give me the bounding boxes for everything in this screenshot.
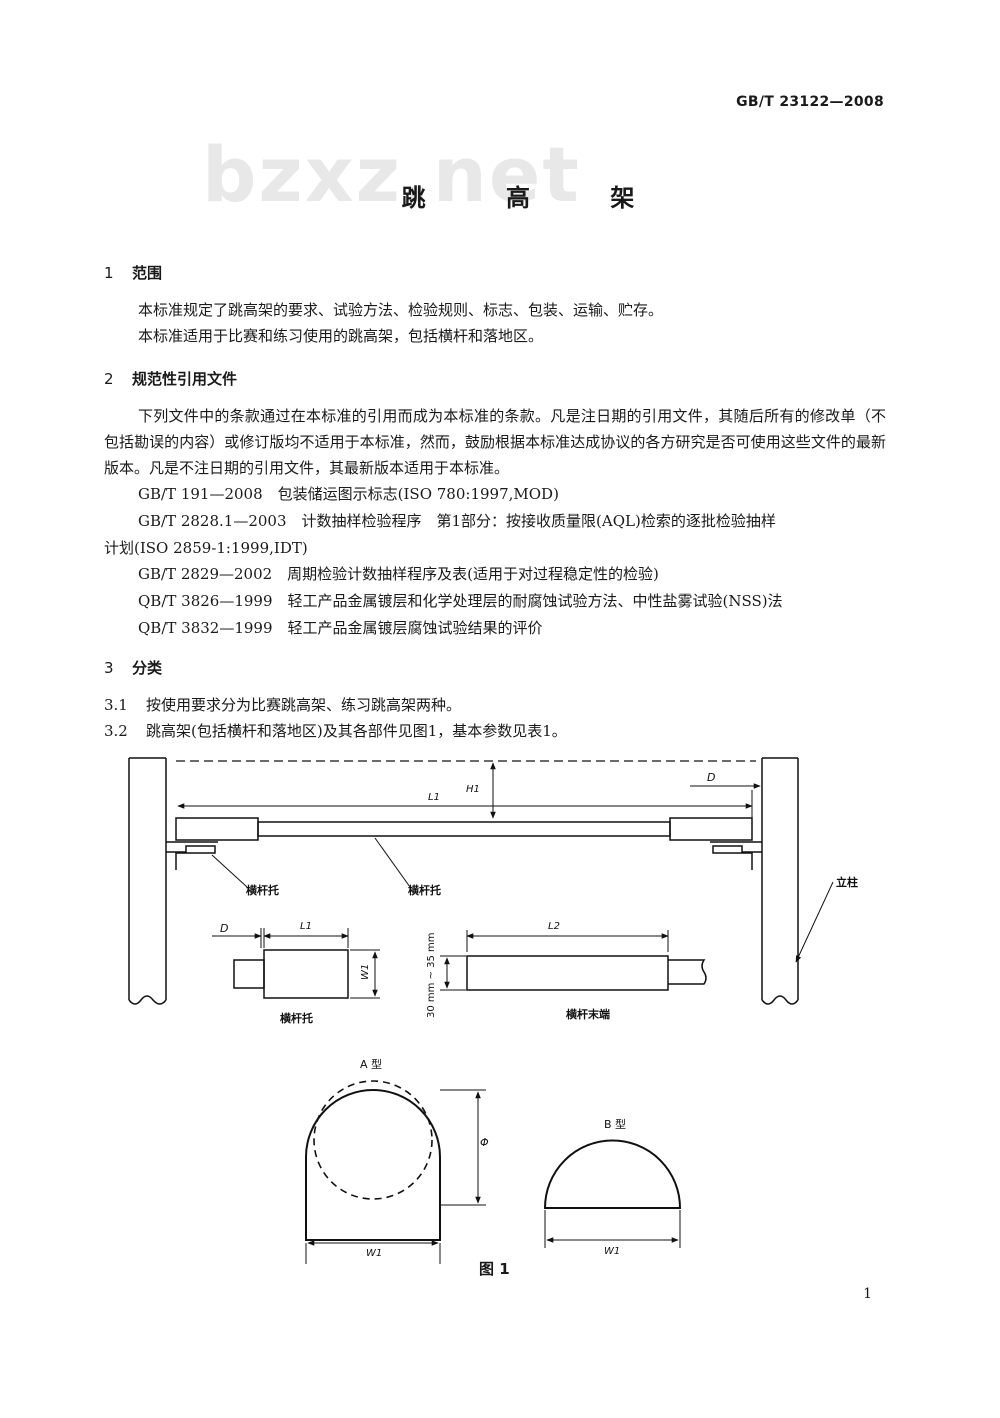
section-number: 3 [104,659,114,677]
reference-item: QB/T 3832—1999 轻工产品金属镀层腐蚀试验结果的评价 [138,619,543,637]
section-1-heading: 1 范围 [104,262,162,283]
section-1-paragraph-1: 本标准规定了跳高架的要求、试验方法、检验规则、标志、包装、运输、贮存。 [138,301,664,319]
reference-item: QB/T 3826—1999 轻工产品金属镀层和化学处理层的耐腐蚀试验方法、中性… [138,592,783,610]
label-bar-end: 横杆末端 [566,1007,610,1021]
bar-end-detail [440,930,707,991]
label-post: 立柱 [836,875,858,889]
right-bar-support [712,845,762,870]
dim-label-h1: H1 [466,784,480,795]
clause-number: 3.2 [104,722,128,740]
dim-label-d: D [707,771,715,784]
watermark: bzxz.net [202,130,581,219]
left-post [128,757,167,1005]
clause-3-2: 3.2 跳高架(包括横杆和落地区)及其各部件见图1，基本参数见表1。 [104,720,567,741]
reference-item: GB/T 2829—2002 周期检验计数抽样程序及表(适用于对过程稳定性的检验… [138,565,659,583]
left-bar-support [166,845,216,870]
dim-label-w1-type-b: W1 [604,1246,620,1257]
label-type-a: A 型 [360,1057,382,1071]
clause-text: 跳高架(包括横杆和落地区)及其各部件见图1，基本参数见表1。 [146,722,567,740]
dim-label-w1-type-a: W1 [366,1248,382,1259]
section-2-heading: 2 规范性引用文件 [104,368,237,389]
reference-item-continuation: 计划(ISO 2859-1:1999,IDT) [104,539,308,557]
clause-3-1: 3.1 按使用要求分为比赛跳高架、练习跳高架两种。 [104,694,461,715]
section-title: 规范性引用文件 [132,370,238,388]
clause-number: 3.1 [104,696,128,714]
dim-label-d-detail: D [220,922,228,935]
crossbar [175,817,753,841]
dim-label-l1-detail: L1 [300,921,312,932]
standard-code: GB/T 23122—2008 [736,94,884,110]
dim-label-l1: L1 [428,792,440,803]
dim-label-phi: Φ [480,1136,489,1149]
figure-caption: 图 1 [479,1260,510,1278]
label-bar-support-detail: 横杆托 [280,1011,313,1025]
page-number: 1 [863,1286,872,1302]
section-number: 1 [104,264,114,282]
clause-text: 按使用要求分为比赛跳高架、练习跳高架两种。 [146,696,462,714]
bar-support-detail [212,928,380,999]
right-post [761,757,799,1005]
reference-item: GB/T 2828.1—2003 计数抽样检验程序 第1部分：按接收质量限(AQ… [138,512,776,530]
document-title: 跳 高 架 [401,184,671,212]
section-1-paragraph-2: 本标准适用于比赛和练习使用的跳高架，包括横杆和落地区。 [138,327,544,345]
label-bar-support: 横杆托 [246,883,279,897]
section-number: 2 [104,370,114,388]
type-a-section [305,1080,486,1264]
label-bar-support-2: 横杆托 [408,883,441,897]
type-b-section [543,1139,682,1248]
section-title: 分类 [132,659,163,677]
section-3-heading: 3 分类 [104,657,162,678]
section-2-intro: 下列文件中的条款通过在本标准的引用而成为本标准的条款。凡是注日期的引用文件，其随… [104,407,886,477]
section-title: 范围 [132,264,163,282]
dim-label-l2: L2 [548,921,560,932]
label-type-b: B 型 [604,1117,626,1131]
dim-label-w1-detail: W1 [360,964,371,980]
reference-item: GB/T 191—2008 包装储运图示标志(ISO 780:1997,MOD) [138,485,559,503]
dim-label-range: 30 mm ~ 35 mm [426,932,437,1018]
